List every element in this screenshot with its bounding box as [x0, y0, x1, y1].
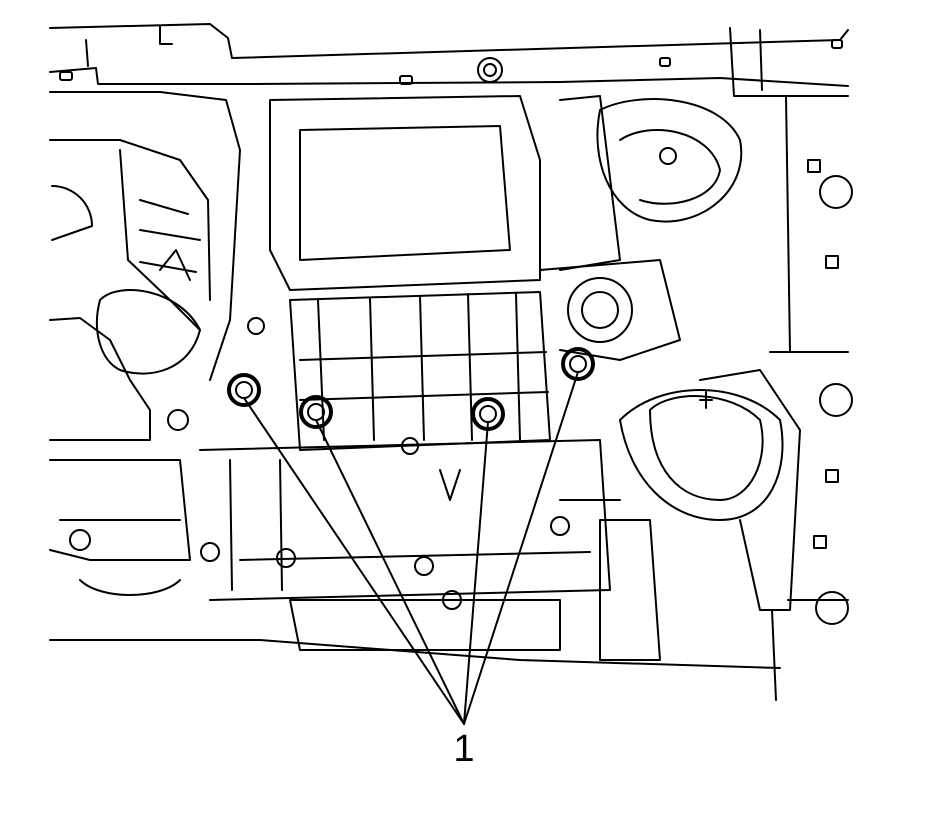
bolt-1d [561, 347, 595, 381]
bolt-1a [227, 373, 261, 407]
other-fasteners [69, 317, 570, 610]
callout-bolts [227, 347, 595, 431]
oil-pan-ribs [199, 95, 611, 651]
leader-lines [243, 371, 579, 725]
callout-label: 1 [453, 728, 475, 770]
starter-and-mount [539, 95, 801, 661]
left-engine-block [49, 91, 781, 669]
bolt-1b [299, 395, 333, 429]
upper-crossmember [49, 23, 849, 87]
right-frame-rail [729, 27, 853, 701]
